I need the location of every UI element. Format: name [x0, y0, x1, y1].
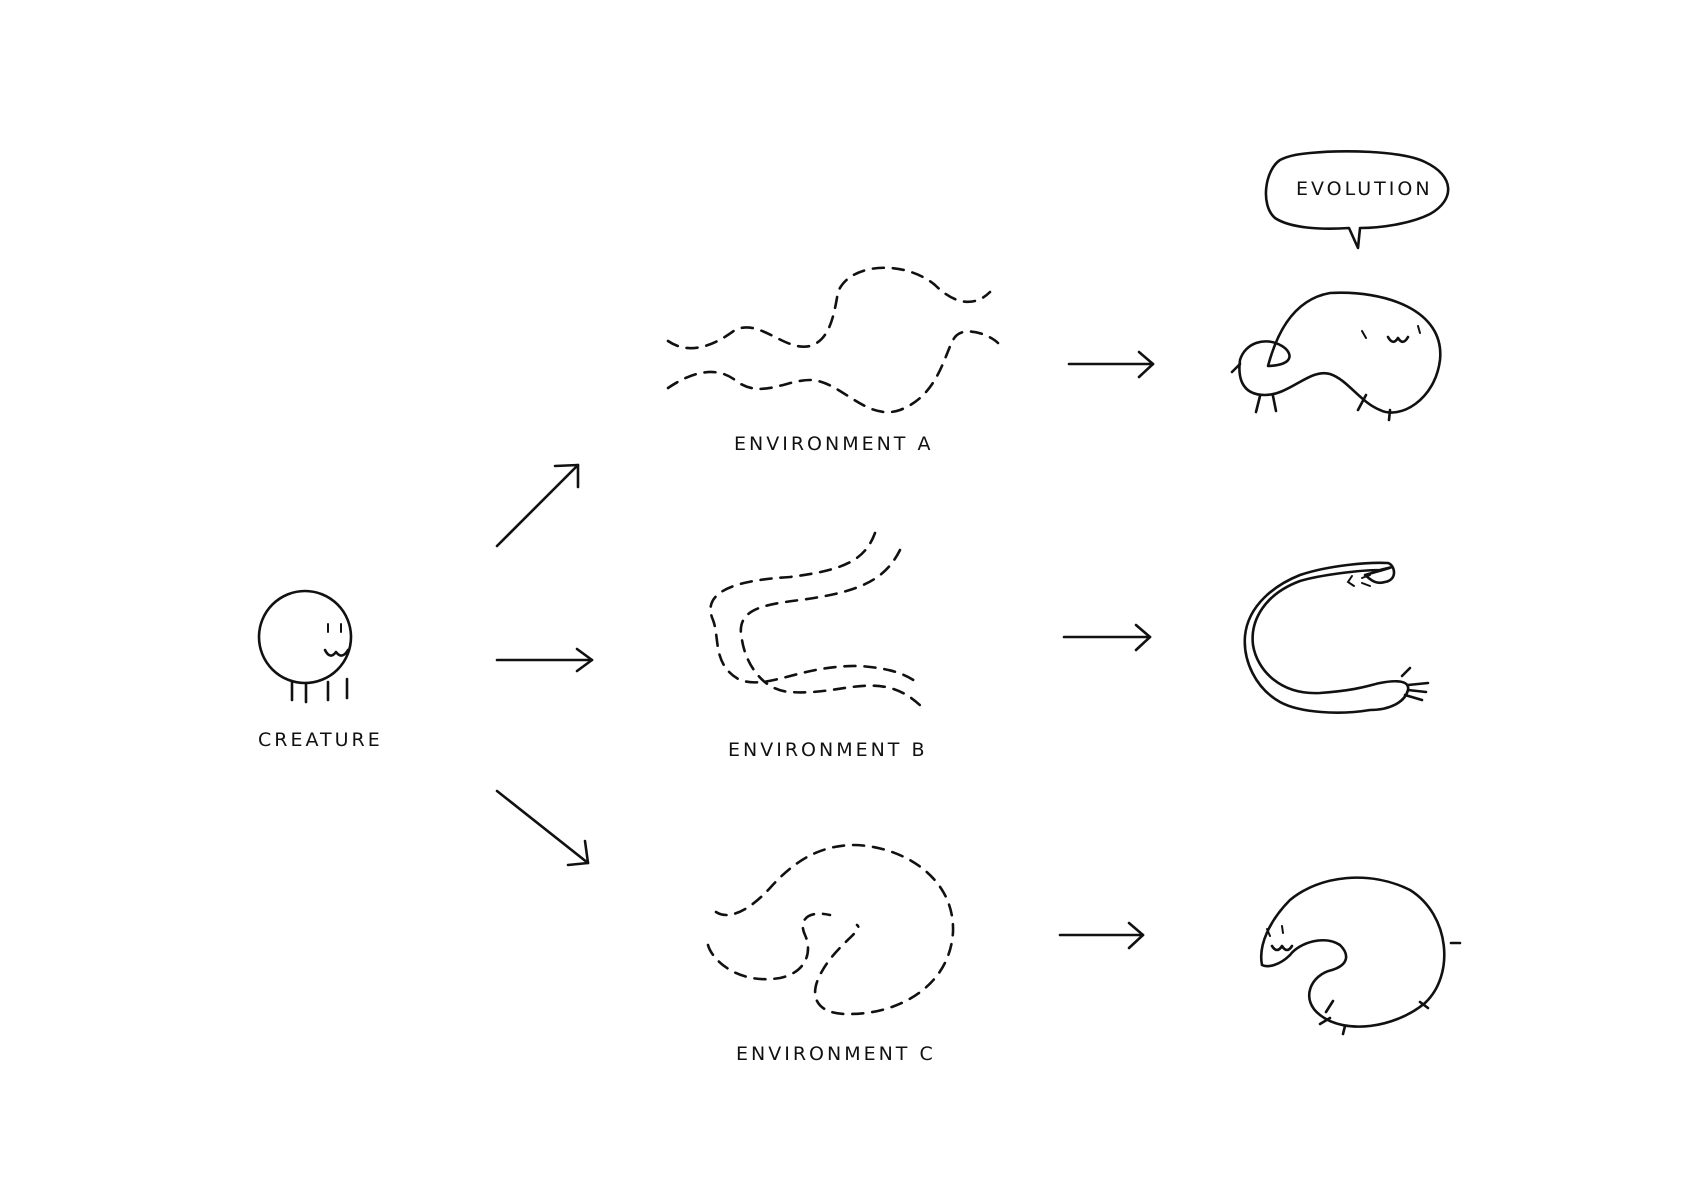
arrow-to-environment-a — [495, 463, 580, 548]
arrow-to-environment-c — [495, 789, 590, 867]
arrow-to-environment-b — [495, 647, 594, 673]
evolved-creature-c — [1259, 876, 1462, 1036]
environment-a-label: ENVIRONMENT A — [734, 433, 933, 455]
speech-bubble — [1264, 150, 1450, 250]
arrow-environment-a-to-creature-a — [1067, 350, 1155, 379]
arrow-environment-b-to-creature-b — [1062, 623, 1152, 652]
creature-label: CREATURE — [258, 729, 383, 751]
creature-figure — [257, 589, 353, 704]
environment-c-shape — [706, 843, 955, 1016]
environment-a-shape — [666, 266, 1000, 414]
evolved-creature-b — [1243, 561, 1430, 714]
environment-b-label: ENVIRONMENT B — [728, 739, 927, 761]
environment-b-shape — [709, 531, 927, 712]
arrow-environment-c-to-creature-c — [1058, 921, 1145, 950]
environment-c-label: ENVIRONMENT C — [736, 1043, 936, 1065]
evolved-creature-a — [1230, 291, 1442, 422]
speech-bubble-text: EVOLUTION — [1296, 178, 1433, 200]
